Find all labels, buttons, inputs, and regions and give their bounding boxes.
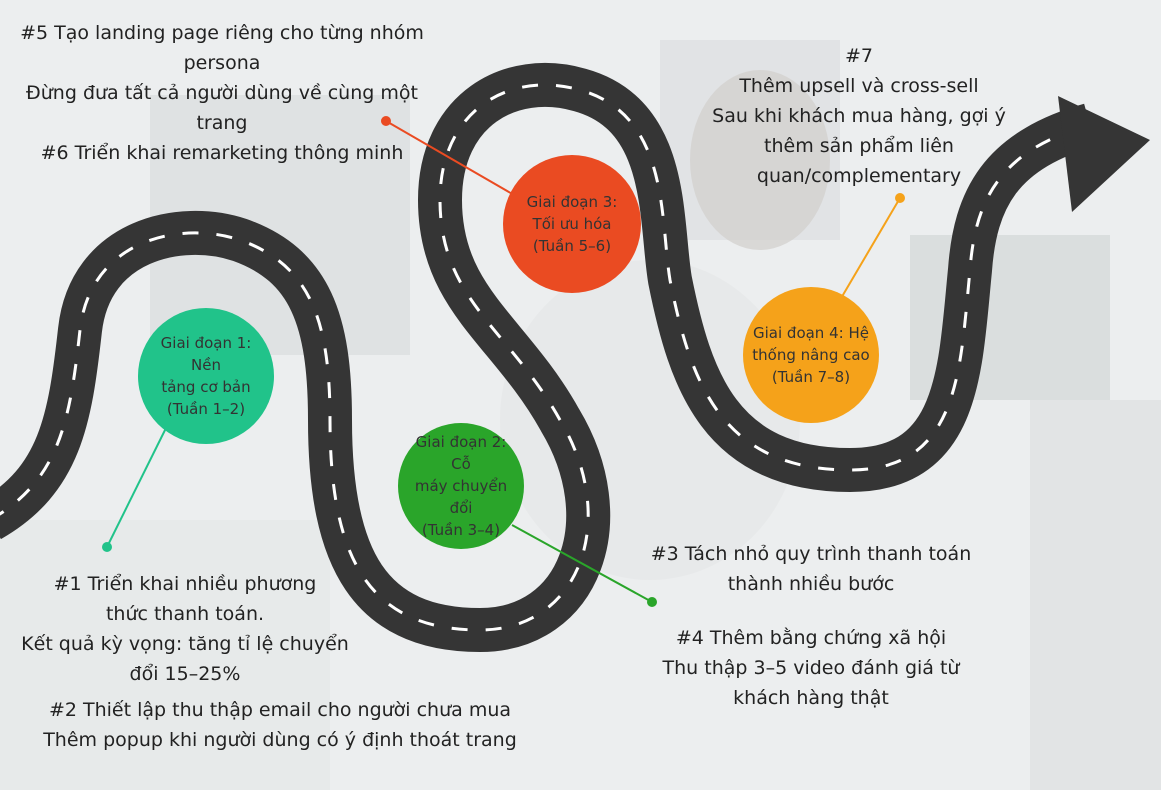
stage-1-line-1: Giai đoạn 1: Nền	[160, 334, 252, 374]
stage-1-line-3: (Tuần 1–2)	[166, 400, 246, 418]
note-top-right-line-2: Thêm upsell và cross-sell	[739, 75, 979, 97]
note-bottom-right-line-1: #3 Tách nhỏ quy trình thanh toán	[650, 543, 972, 565]
connector-dot-stage1	[102, 542, 112, 552]
stage-1-line-2: tảng cơ bản	[161, 378, 251, 396]
stage-3-line-3: (Tuần 5–6)	[532, 237, 612, 255]
note-bottom-right-line-4: #4 Thêm bằng chứng xã hội	[675, 627, 947, 649]
stage-2-circle: Giai đoạn 2: Cỗ máy chuyển đổi (Tuần 3–4…	[398, 423, 524, 549]
stage-2-line-1: Giai đoạn 2: Cỗ	[415, 433, 507, 473]
stage-2-line-2: máy chuyển đổi	[414, 477, 508, 517]
note-top-right: #7 Thêm upsell và cross-sell Sau khi khá…	[700, 41, 1018, 191]
note-bottom-left-b-line-2: Thêm popup khi người dùng có ý định thoá…	[43, 729, 517, 751]
note-top-right-line-1: #7	[844, 45, 873, 67]
connector-dot-stage4	[895, 193, 905, 203]
stage-4-circle: Giai đoạn 4: Hệ thống nâng cao (Tuần 7–8…	[743, 287, 879, 423]
stage-4-line-1: Giai đoạn 4: Hệ	[753, 324, 869, 342]
note-bottom-left-a-line-1: #1 Triển khai nhiều phương	[53, 573, 317, 595]
note-top-left-line-1: #5 Tạo landing page riêng cho từng nhóm	[20, 22, 424, 44]
note-top-right-line-4: thêm sản phẩm liên	[764, 135, 954, 157]
stage-4-line-3: (Tuần 7–8)	[771, 368, 851, 386]
note-bottom-left-a-line-4: đổi 15–25%	[129, 663, 241, 685]
connector-dot-stage2	[647, 597, 657, 607]
note-bottom-left-a-line-2: thức thanh toán.	[105, 603, 265, 625]
stage-1-circle: Giai đoạn 1: Nền tảng cơ bản (Tuần 1–2)	[138, 308, 274, 444]
note-top-left-line-4: trang	[196, 112, 248, 134]
stage-2-line-3: (Tuần 3–4)	[421, 521, 501, 539]
note-bottom-right: #3 Tách nhỏ quy trình thanh toán thành n…	[632, 539, 990, 713]
note-top-left-line-2: persona	[183, 52, 261, 74]
stage-3-line-2: Tối ưu hóa	[532, 215, 612, 233]
note-bottom-left-a-line-3: Kết quả kỳ vọng: tăng tỉ lệ chuyển	[21, 633, 349, 655]
connector-dot-stage3	[381, 116, 391, 126]
note-bottom-right-line-2: thành nhiều bước	[727, 573, 895, 595]
stage-3-line-1: Giai đoạn 3:	[526, 193, 618, 211]
stage-3-circle: Giai đoạn 3: Tối ưu hóa (Tuần 5–6)	[503, 155, 641, 293]
stage-4-line-2: thống nâng cao	[752, 346, 870, 364]
note-bottom-right-line-5: Thu thập 3–5 video đánh giá từ	[662, 657, 960, 679]
connector-stage2	[511, 524, 653, 603]
note-bottom-right-line-3	[632, 599, 990, 623]
note-top-left: #5 Tạo landing page riêng cho từng nhóm …	[0, 18, 444, 168]
note-top-left-line-5: #6 Triển khai remarketing thông minh	[40, 142, 404, 164]
connector-stage4	[839, 197, 901, 301]
note-bottom-left-b-line-1: #2 Thiết lập thu thập email cho người ch…	[48, 699, 512, 721]
connector-stage1	[106, 419, 171, 548]
note-top-left-line-3: Đừng đưa tất cả người dùng về cùng một	[26, 82, 418, 104]
road-arrowhead	[1058, 96, 1150, 212]
note-bottom-left-b: #2 Thiết lập thu thập email cho người ch…	[20, 695, 540, 755]
note-bottom-left-a: #1 Triển khai nhiều phương thức thanh to…	[2, 569, 368, 689]
note-top-right-line-5: quan/complementary	[756, 165, 962, 187]
note-top-right-line-3: Sau khi khách mua hàng, gợi ý	[712, 105, 1006, 127]
note-bottom-right-line-6: khách hàng thật	[733, 687, 889, 709]
